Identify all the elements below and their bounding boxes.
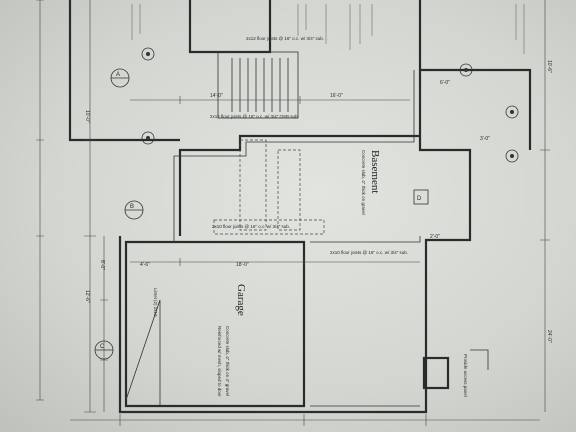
basement-outer-wall bbox=[118, 0, 472, 414]
dim-text-11: 10'-6" bbox=[546, 60, 552, 73]
stair-note: 2x12 floor joists @ 16" o.c. w/ 3/4" sub… bbox=[246, 36, 324, 41]
garage-label: Garage bbox=[235, 284, 247, 316]
dim-bottom bbox=[70, 414, 540, 426]
marker-b-label: B bbox=[130, 204, 134, 210]
garage-door-swing bbox=[125, 299, 161, 406]
left-wing-wall bbox=[68, 0, 180, 142]
dim-text-10: 3'-0" bbox=[480, 136, 490, 142]
dim-left bbox=[84, 0, 96, 413]
stair-treads bbox=[231, 58, 289, 112]
beam-note: 2x12 floor joists @ 16" o.c. w/ 3/4" OSB… bbox=[210, 114, 299, 119]
dim-vertical-left-stack bbox=[36, 0, 44, 401]
section-marker-c: C bbox=[94, 340, 114, 360]
lintel-note: Lintel (2) 2x10 bbox=[153, 288, 158, 317]
dim-text-8: 24'-0" bbox=[546, 330, 552, 343]
inner-line-2 bbox=[310, 236, 421, 407]
stair-well bbox=[217, 51, 299, 119]
beam-2 bbox=[277, 149, 301, 231]
right-note: Provide access panel bbox=[463, 354, 468, 397]
access-panel bbox=[422, 356, 450, 390]
dim-text-12: 2'-0" bbox=[430, 234, 440, 240]
dim-text-2: 12'-6" bbox=[84, 290, 90, 303]
dim-text-9: 6'-0" bbox=[440, 80, 450, 86]
dim-top bbox=[130, 96, 410, 104]
right-wing-wall bbox=[420, 68, 532, 150]
upper-wall bbox=[188, 0, 272, 54]
inner-line bbox=[173, 70, 415, 242]
dim-text-6: 4'-6" bbox=[140, 262, 150, 268]
dim-text-1: 10'-0" bbox=[84, 110, 90, 123]
post-markers bbox=[141, 47, 519, 163]
section-marker-b: B bbox=[124, 200, 144, 220]
access-leader bbox=[470, 349, 489, 370]
dim-text-5: 16'-0" bbox=[330, 93, 343, 99]
dim-mid bbox=[130, 258, 420, 266]
marker-d-label: D bbox=[417, 196, 422, 202]
marker-c-label: C bbox=[100, 344, 105, 350]
joist-note: 2x10 floor joists @ 16" o.c. w/ 3/4" sub… bbox=[330, 250, 408, 255]
marker-a-label: A bbox=[116, 72, 120, 78]
dim-right bbox=[540, 0, 550, 412]
basement-label: Basement bbox=[369, 150, 381, 193]
garage-drain-note: Reinforced w/ mesh, sloped to door bbox=[217, 326, 222, 397]
dim-text-4: 14'-0" bbox=[210, 93, 223, 99]
garage-wall bbox=[124, 240, 306, 408]
basement-slab-note: Concrete slab, 4" thick on gravel bbox=[361, 150, 366, 215]
dim-text-3: 8'-0" bbox=[99, 260, 105, 270]
garage-slab-note: Concrete slab, 4" thick on 4" gravel bbox=[225, 326, 230, 396]
section-marker-d: D bbox=[413, 189, 429, 205]
lower-joist-note: 2x10 floor joists @ 16" o.c. w/ 3/4" sub… bbox=[212, 224, 290, 229]
beam-1 bbox=[239, 139, 267, 231]
beam-3 bbox=[213, 219, 325, 235]
section-marker-a: A bbox=[110, 68, 130, 88]
dim-text-7: 18'-0" bbox=[236, 262, 249, 268]
dim-left-2 bbox=[100, 236, 108, 412]
top-left-notes bbox=[131, 4, 525, 54]
